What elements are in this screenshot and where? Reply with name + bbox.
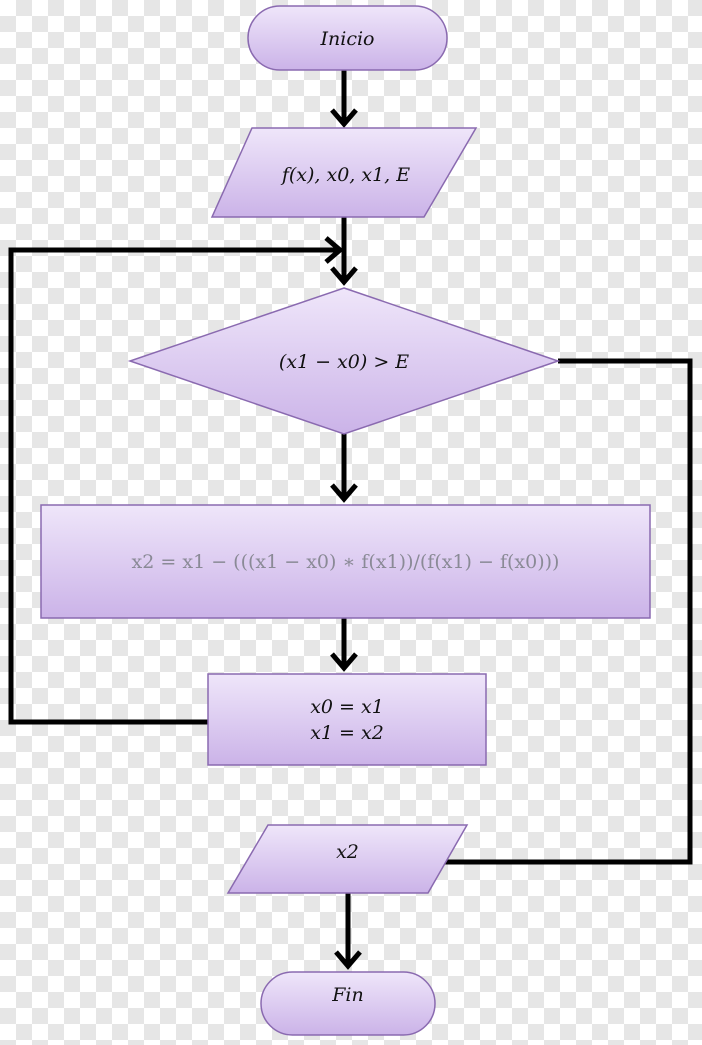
arrow-input-to-decision — [330, 217, 358, 286]
start-label: Inicio — [320, 28, 375, 50]
decision-label: (x1 − x0) > E — [279, 351, 409, 373]
connectors — [8, 70, 693, 970]
update-process-box: x0 = x1 x1 = x2 — [207, 673, 487, 766]
update-label-line1: x0 = x1 — [310, 696, 384, 718]
formula-label: x2 = x1 − (((x1 − x0) ∗ f(x1))/(f(x1) − … — [132, 551, 560, 573]
input-label: f(x), x0, x1, E — [280, 164, 410, 186]
decision-diamond: (x1 − x0) > E — [127, 287, 561, 435]
end-terminator: Fin — [260, 971, 436, 1036]
arrow-start-to-input — [330, 70, 358, 128]
output-label: x2 — [336, 841, 359, 863]
update-label-line2: x1 = x2 — [310, 722, 384, 744]
arrow-output-to-end — [334, 893, 362, 970]
arrow-formula-to-update — [330, 618, 358, 672]
false-branch-connector — [444, 358, 693, 865]
end-label: Fin — [331, 984, 364, 1006]
formula-process-box: x2 = x1 − (((x1 − x0) ∗ f(x1))/(f(x1) − … — [40, 504, 651, 619]
input-parallelogram: f(x), x0, x1, E — [210, 127, 478, 218]
loop-back-connector — [8, 236, 344, 725]
arrow-decision-to-formula — [330, 434, 358, 503]
output-parallelogram: x2 — [226, 824, 469, 894]
start-terminator: Inicio — [247, 5, 448, 71]
